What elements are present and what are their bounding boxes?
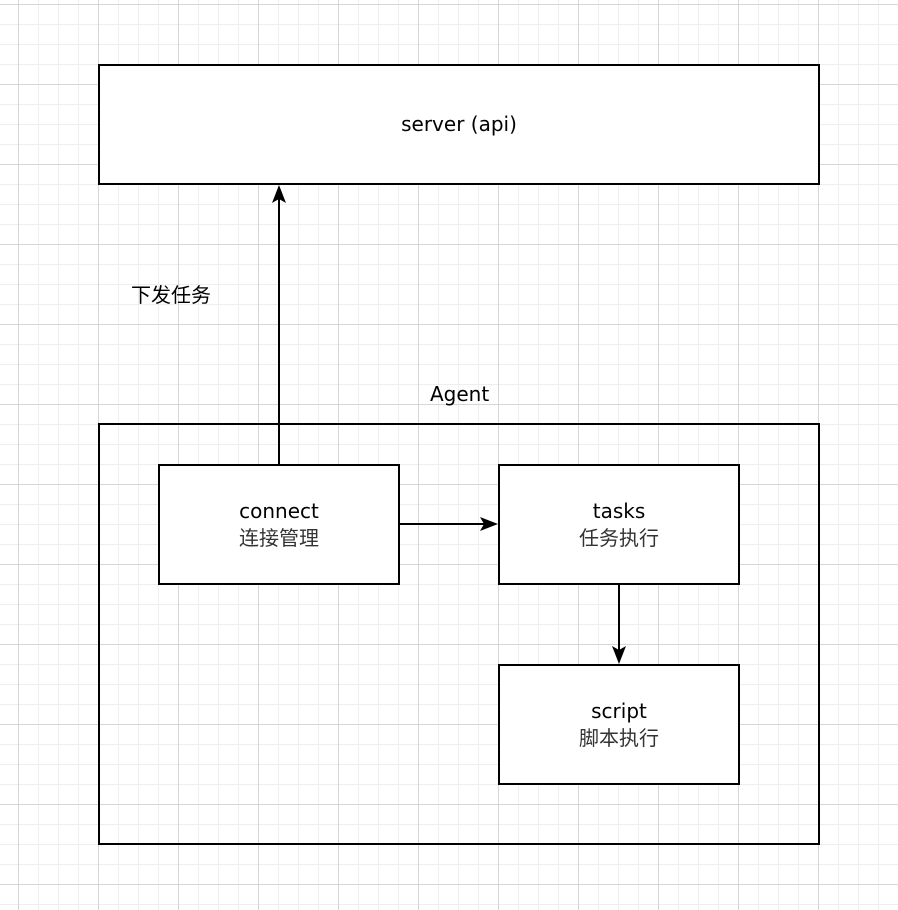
script-label: script <box>591 698 647 723</box>
agent-label: Agent <box>430 382 490 406</box>
edge-label-dispatch: 下发任务 <box>131 283 211 307</box>
connect-label: connect <box>239 498 319 523</box>
script-node: script 脚本执行 <box>498 664 740 785</box>
arrowhead-up-icon <box>272 185 286 203</box>
script-sublabel: 脚本执行 <box>579 725 659 750</box>
server-node: server (api) <box>98 64 820 185</box>
connect-sublabel: 连接管理 <box>239 525 319 550</box>
tasks-label: tasks <box>592 498 646 523</box>
connect-node: connect 连接管理 <box>158 464 400 585</box>
tasks-node: tasks 任务执行 <box>498 464 740 585</box>
server-label: server (api) <box>401 112 517 136</box>
agent-container <box>98 423 820 845</box>
tasks-sublabel: 任务执行 <box>579 525 659 550</box>
